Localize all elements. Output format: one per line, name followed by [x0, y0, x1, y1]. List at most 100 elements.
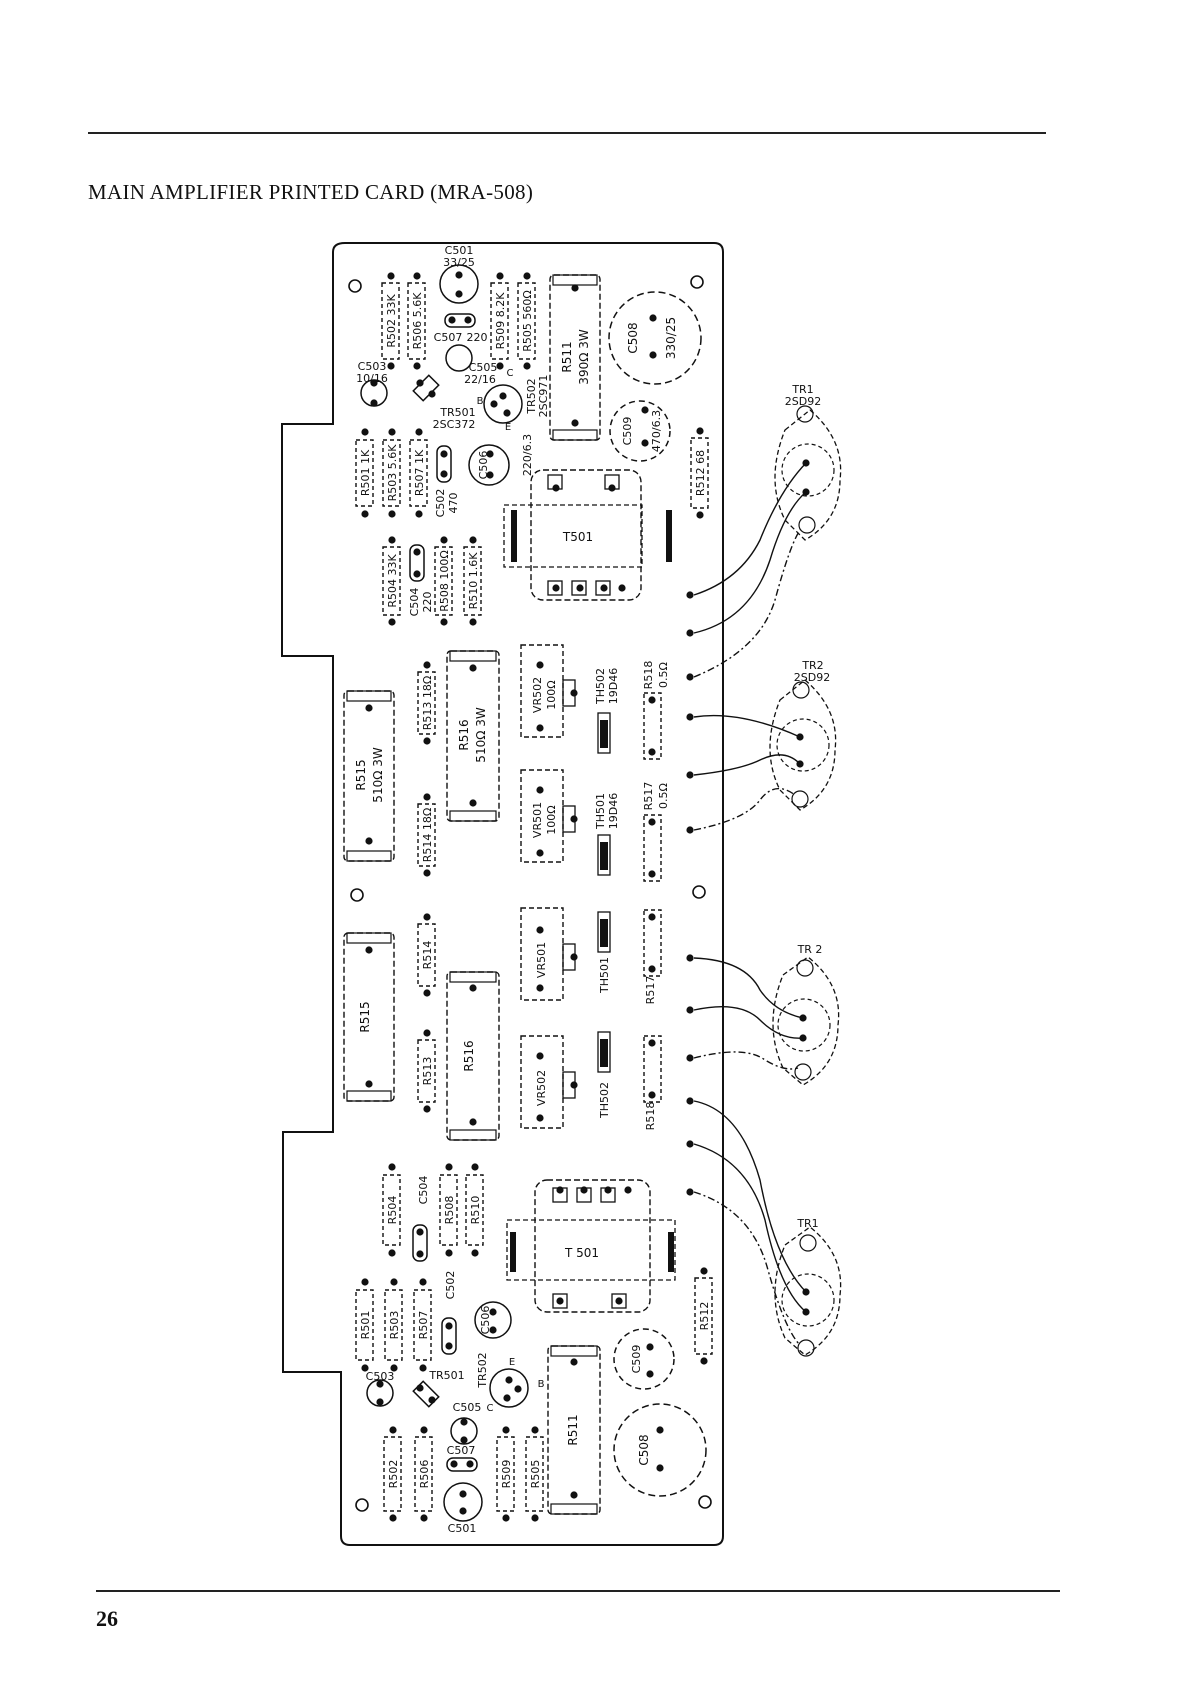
component-name: C506	[479, 1306, 492, 1335]
component-name: R506	[418, 1460, 431, 1489]
resistor-r515-bottom: R515	[343, 932, 395, 1102]
resistor-r507: R507 1K	[409, 428, 428, 518]
component-name: R515	[358, 1001, 372, 1032]
page-number: 26	[96, 1606, 118, 1631]
component-name: VR501	[531, 802, 544, 838]
component-name: C508	[637, 1434, 651, 1465]
mounting-hole	[348, 279, 362, 293]
capacitor-c501: C501 33/25	[439, 244, 479, 304]
resistor-r516-bottom: R516	[446, 971, 500, 1141]
resistor-r513: R513 18Ω	[417, 661, 436, 745]
component-value: 2SC971	[537, 375, 550, 418]
component-name: R513	[421, 1057, 434, 1086]
resistor-r508-bottom: R508	[439, 1163, 458, 1257]
resistor-r512: R512 68	[690, 427, 709, 519]
resistor-label: R506 5.6K	[411, 292, 424, 350]
resistor-label: R503 5.6K	[386, 444, 399, 502]
power-transistor-tr2-top: TR2 2SD92	[769, 659, 837, 811]
resistor-r512-bottom: R512	[694, 1267, 713, 1365]
bottom-rule	[96, 1590, 1060, 1592]
trimmer-vr502-bottom: VR502	[520, 1035, 578, 1129]
component-value: 510Ω 3W	[474, 707, 488, 763]
resistor-label: R509 8.2K	[494, 292, 507, 350]
resistor-r517: R517 0.5Ω	[642, 782, 670, 882]
resistor-r501-bottom: R501	[355, 1278, 374, 1372]
capacitor-c509: C509 470/6.3	[609, 400, 671, 462]
wire	[693, 491, 807, 634]
resistor-r504: R504 33K	[382, 536, 401, 626]
component-name: C509	[621, 417, 634, 446]
component-name: TR502	[476, 1352, 489, 1388]
resistor-r509-bottom: R509	[496, 1426, 515, 1522]
component-name: R505	[529, 1460, 542, 1489]
resistor-r510: R510 1.6K	[463, 536, 482, 626]
thermistor-th502: TH502 19D46	[594, 668, 620, 754]
wire	[693, 1051, 799, 1070]
component-value: 220	[467, 331, 488, 344]
component-name: C504	[408, 588, 421, 617]
capacitor-c507-bottom: C507	[446, 1444, 478, 1472]
component-name: C508	[626, 322, 640, 353]
thermistor-th502-bottom: TH502	[597, 1031, 611, 1119]
resistor-r515: R515 510Ω 3W	[343, 690, 395, 862]
component-value: 220/6.3	[521, 434, 534, 476]
resistor-r517-bottom: R517	[643, 909, 662, 1005]
component-value: 33/25	[443, 256, 475, 269]
resistor-r505: R505 560Ω	[517, 272, 536, 370]
component-name: C504	[417, 1176, 430, 1205]
component-name: VR501	[535, 942, 548, 978]
component-value: 330/25	[664, 317, 678, 359]
pin-label-c: C	[487, 1403, 494, 1414]
component-name: C507	[434, 331, 463, 344]
component-value: 510Ω 3W	[371, 747, 385, 803]
component-name: TR2	[801, 659, 823, 672]
wire	[693, 1143, 807, 1313]
component-name: T 501	[564, 1246, 599, 1260]
resistor-r511: R511 390Ω 3W	[549, 274, 601, 441]
power-transistor-tr2-bottom: TR 2	[772, 943, 840, 1086]
component-name: R518	[644, 1102, 657, 1131]
trimmer-vr501: VR501 100Ω	[520, 769, 578, 863]
component-value: 100Ω	[545, 680, 558, 709]
capacitor-c504: C504 220	[408, 544, 434, 617]
component-name: C502	[444, 1271, 457, 1300]
component-value: 19D46	[607, 793, 620, 829]
component-name: R511	[566, 1414, 580, 1445]
component-name: C502	[434, 489, 447, 518]
transistor-tr501: TR501 2SC372	[412, 374, 476, 431]
capacitor-c501-bottom: C501	[443, 1482, 483, 1535]
wire	[693, 787, 796, 831]
capacitor-c505-label: C505 22/16	[464, 361, 497, 386]
resistor-r506-bottom: R506	[414, 1426, 433, 1522]
resistor-r510-bottom: R510	[465, 1163, 484, 1257]
trimmer-vr502: VR502 100Ω	[520, 644, 578, 738]
component-name: TH502	[594, 668, 607, 705]
component-name: VR502	[535, 1070, 548, 1106]
resistor-label: R505 560Ω	[521, 290, 534, 352]
resistor-label: R510 1.6K	[467, 552, 480, 610]
component-name: TH501	[598, 957, 611, 994]
component-name: TR501	[428, 1369, 464, 1382]
resistor-r518: R518 0.5Ω	[642, 661, 670, 760]
wire	[693, 714, 801, 738]
resistor-label: R513 18Ω	[421, 676, 434, 731]
component-value: 2SC372	[433, 418, 476, 431]
resistor-r508: R508 100Ω	[434, 536, 453, 626]
pin-label-b: B	[477, 396, 484, 407]
resistor-r501: R501 1K	[355, 428, 374, 518]
capacitor-c502: C502 470	[434, 445, 460, 518]
resistor-label: R501 1K	[359, 449, 372, 496]
component-name: VR502	[531, 677, 544, 713]
component-name: TH502	[598, 1082, 611, 1119]
component-name: R518	[642, 661, 655, 690]
component-value: 470/6.3	[650, 410, 663, 452]
mounting-hole	[698, 1495, 712, 1509]
component-name: R517	[642, 782, 655, 811]
component-name: TR502	[525, 378, 538, 414]
resistor-label: R502 33K	[385, 294, 398, 348]
component-name: R517	[644, 976, 657, 1005]
capacitor-c506-bottom: C506	[474, 1301, 512, 1339]
component-name: R514	[421, 941, 434, 970]
resistor-r513-bottom: R513	[417, 1029, 436, 1113]
component-value: 2SD92	[794, 671, 830, 684]
